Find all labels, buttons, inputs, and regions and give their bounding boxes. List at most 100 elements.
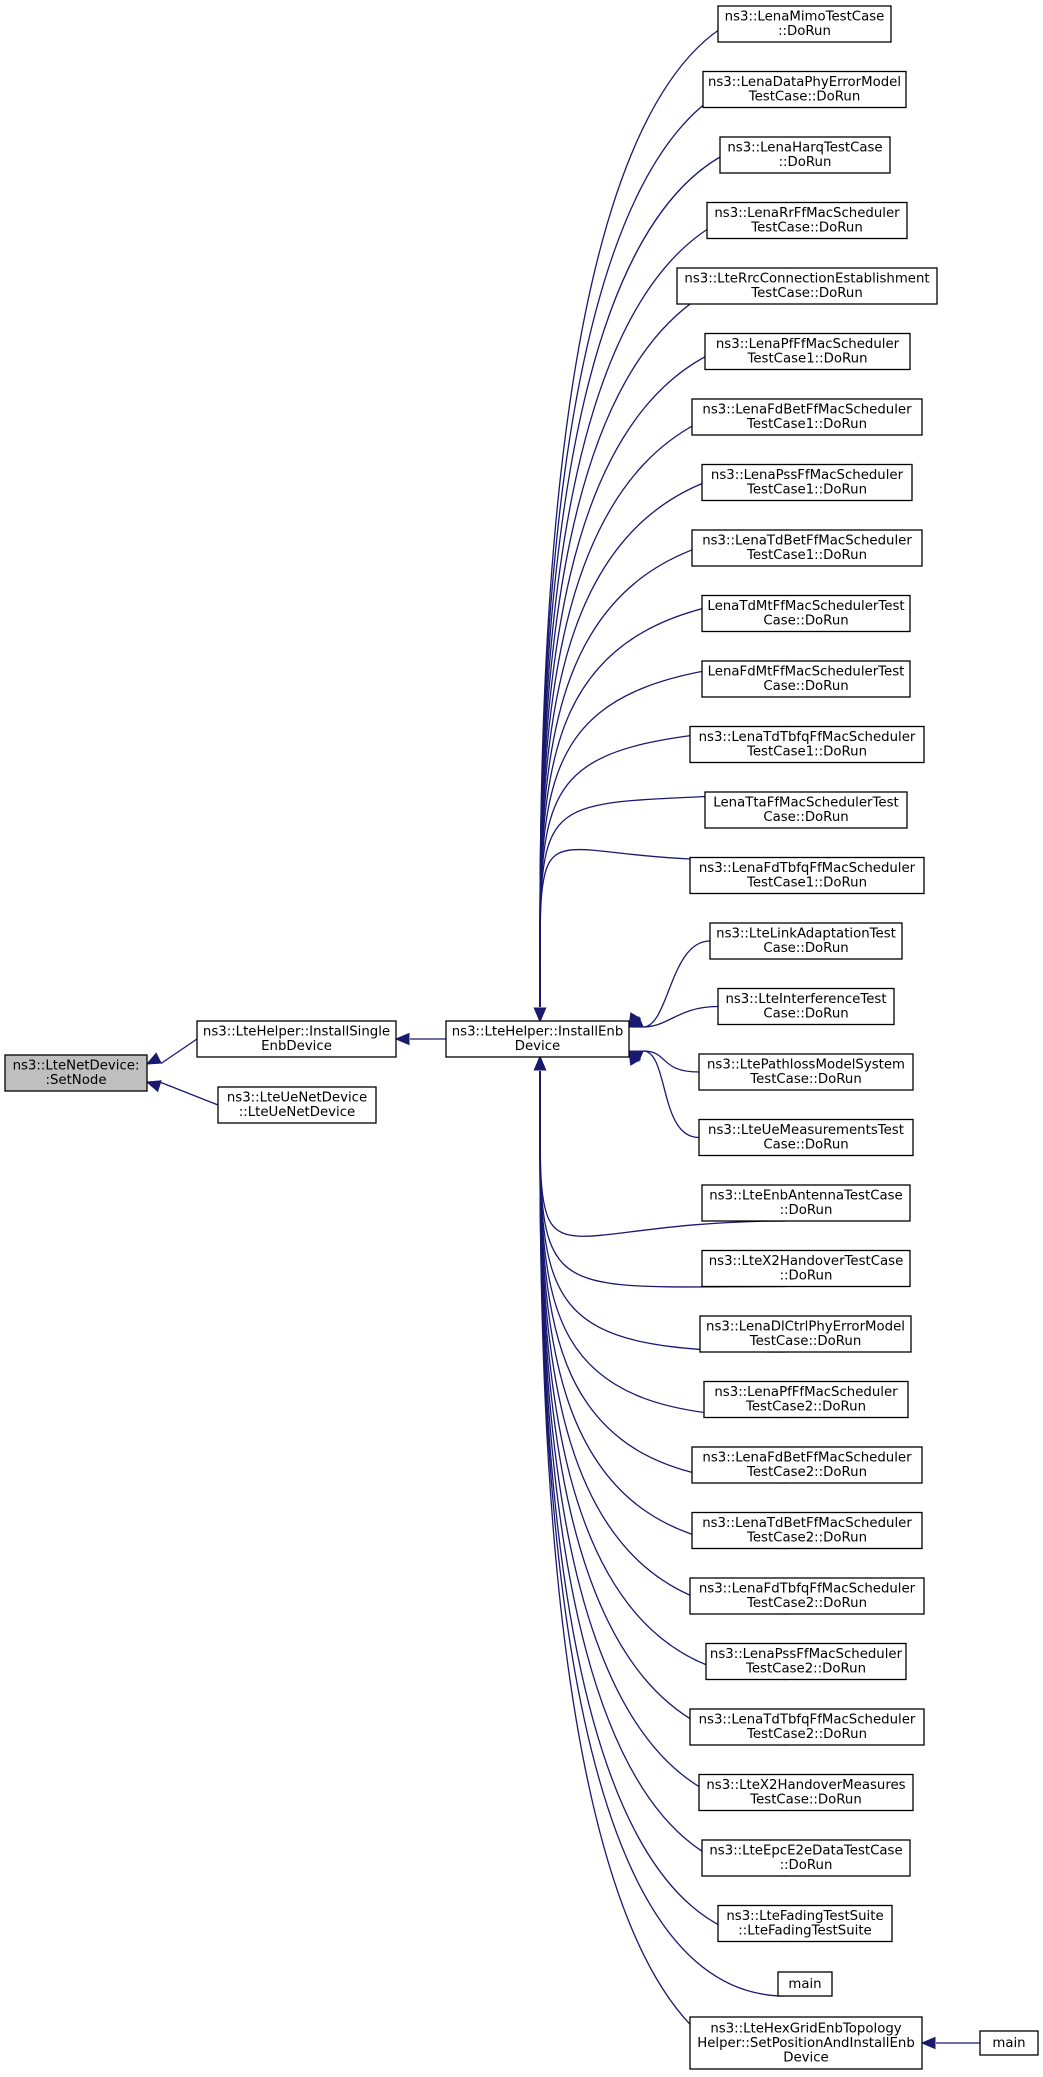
- node-box: [706, 201, 908, 240]
- node-label-line: Device: [783, 2050, 828, 2065]
- node-label-line: ::LteUeNetDevice: [239, 1105, 356, 1120]
- node-label-line: ns3::LteHelper::InstallEnb: [452, 1025, 624, 1040]
- graph-node-setnode[interactable]: ns3::LteNetDevice::SetNode: [4, 1054, 148, 1092]
- edge-c31-to-installenb: [533, 1055, 787, 2070]
- node-box: [691, 529, 923, 567]
- node-label-line: ns3::LteHelper::InstallSingle: [203, 1025, 390, 1040]
- node-label-line: TestCase2::DoRun: [745, 1662, 866, 1677]
- graph-node-c27[interactable]: ns3::LteX2HandoverMeasuresTestCase::DoRu…: [698, 1773, 914, 1812]
- graph-node-c1[interactable]: ns3::LenaDataPhyErrorModelTestCase::DoRu…: [702, 70, 907, 109]
- graph-node-c29[interactable]: ns3::LteFadingTestSuite::LteFadingTestSu…: [717, 1904, 893, 1943]
- node-label-line: ns3::LteX2HandoverTestCase: [709, 1254, 904, 1269]
- node-box: [701, 1184, 911, 1222]
- node-label-line: LenaTdMtFfMacSchedulerTest: [707, 599, 904, 614]
- node-box: [701, 463, 913, 502]
- arrowhead-icon: [533, 1007, 547, 1023]
- graph-node-c7[interactable]: ns3::LenaPssFfMacSchedulerTestCase1::DoR…: [701, 463, 913, 502]
- edge-line: [539, 1070, 787, 2070]
- graph-node-c4[interactable]: ns3::LteRrcConnectionEstablishmentTestCa…: [676, 267, 938, 305]
- graph-node-c28[interactable]: ns3::LteEpcE2eDataTestCase::DoRun: [701, 1839, 911, 1877]
- node-label-line: LenaTtaFfMacSchedulerTest: [713, 796, 898, 811]
- graph-node-c20[interactable]: ns3::LenaDlCtrlPhyErrorModelTestCase::Do…: [699, 1315, 912, 1353]
- graph-node-c0[interactable]: ns3::LenaMimoTestCase::DoRun: [717, 5, 892, 43]
- edge-line: [160, 1038, 198, 1065]
- graph-node-c8[interactable]: ns3::LenaTdBetFfMacSchedulerTestCase1::D…: [691, 529, 923, 567]
- node-box: [689, 1577, 925, 1615]
- node-label-line: ns3::LenaFdBetFfMacScheduler: [702, 1451, 912, 1466]
- graph-node-c5[interactable]: ns3::LenaPfFfMacSchedulerTestCase1::DoRu…: [704, 332, 911, 371]
- node-label-line: TestCase1::DoRun: [746, 548, 867, 563]
- graph-node-c24[interactable]: ns3::LenaFdTbfqFfMacSchedulerTestCase2::…: [689, 1577, 925, 1615]
- node-label-line: ns3::LenaDataPhyErrorModel: [708, 75, 901, 90]
- node-label-line: :SetNode: [45, 1073, 106, 1088]
- node-label-line: ::DoRun: [780, 1858, 833, 1873]
- node-box: [689, 725, 925, 764]
- graph-node-c22[interactable]: ns3::LenaFdBetFfMacSchedulerTestCase2::D…: [691, 1446, 923, 1484]
- graph-node-c30[interactable]: main: [777, 1971, 833, 1997]
- node-box: [701, 594, 911, 633]
- node-label-line: TestCase2::DoRun: [746, 1727, 867, 1742]
- graph-node-main2[interactable]: main: [979, 2030, 1039, 2056]
- edge-main2-to-c31: [920, 2036, 980, 2050]
- node-label-line: ns3::LenaFdTbfqFfMacScheduler: [699, 1582, 916, 1597]
- node-box: [689, 1708, 925, 1746]
- edge-c10-to-installenb: [533, 660, 787, 1023]
- edge-c15-to-installenb: [627, 1005, 719, 1028]
- node-label-line: ::DoRun: [780, 1269, 833, 1284]
- node-box: [701, 1839, 911, 1877]
- node-label-line: ns3::LenaPfFfMacScheduler: [714, 1385, 898, 1400]
- graph-node-c6[interactable]: ns3::LenaFdBetFfMacSchedulerTestCase1::D…: [691, 398, 923, 436]
- graph-node-c18[interactable]: ns3::LteEnbAntennaTestCase::DoRun: [701, 1184, 911, 1222]
- node-label-line: TestCase2::DoRun: [746, 1596, 867, 1611]
- edge-line: [539, 1070, 787, 1812]
- graph-node-c21[interactable]: ns3::LenaPfFfMacSchedulerTestCase2::DoRu…: [703, 1380, 909, 1419]
- graph-node-c16[interactable]: ns3::LtePathlossModelSystemTestCase::DoR…: [698, 1053, 914, 1091]
- graph-node-c19[interactable]: ns3::LteX2HandoverTestCase::DoRun: [701, 1249, 911, 1288]
- arrowhead-icon: [145, 1080, 162, 1093]
- node-label-line: ns3::LenaFdTbfqFfMacScheduler: [699, 861, 916, 876]
- graph-node-c13[interactable]: ns3::LenaFdTbfqFfMacSchedulerTestCase1::…: [689, 856, 925, 895]
- graph-node-c23[interactable]: ns3::LenaTdBetFfMacSchedulerTestCase2::D…: [691, 1511, 923, 1550]
- node-box: [196, 1020, 397, 1058]
- graph-node-c2[interactable]: ns3::LenaHarqTestCase::DoRun: [719, 136, 891, 174]
- node-label-line: Case::DoRun: [763, 1007, 848, 1022]
- node-label-line: ns3::LtePathlossModelSystem: [707, 1058, 905, 1073]
- nodes-layer: ns3::LteNetDevice::SetNode ns3::LteHelper…: [4, 5, 1039, 2070]
- node-label-line: TestCase2::DoRun: [746, 1465, 867, 1480]
- node-box: [691, 1446, 923, 1484]
- node-label-line: ns3::LteInterferenceTest: [725, 992, 886, 1007]
- node-label-line: main: [788, 1977, 821, 1992]
- node-label-line: EnbDevice: [261, 1039, 332, 1054]
- graph-node-c25[interactable]: ns3::LenaPssFfMacSchedulerTestCase2::DoR…: [705, 1642, 907, 1681]
- edge-c21-to-installenb: [533, 1055, 787, 1419]
- node-label-line: ns3::LenaMimoTestCase: [725, 10, 885, 25]
- graph-node-uenetdevice[interactable]: ns3::LteUeNetDevice::LteUeNetDevice: [217, 1086, 377, 1124]
- graph-node-c11[interactable]: ns3::LenaTdTbfqFfMacSchedulerTestCase1::…: [689, 725, 925, 764]
- arrowhead-icon: [920, 2036, 936, 2050]
- node-label-line: Case::DoRun: [763, 1138, 848, 1153]
- node-label-line: main: [992, 2036, 1025, 2051]
- edge-c4-to-installenb: [533, 267, 788, 1023]
- node-box: [676, 267, 938, 305]
- node-box: [689, 2016, 923, 2070]
- graph-node-c26[interactable]: ns3::LenaTdTbfqFfMacSchedulerTestCase2::…: [689, 1708, 925, 1746]
- node-label-line: ns3::LenaTdTbfqFfMacScheduler: [699, 1713, 916, 1728]
- edge-c16-to-installenb: [627, 1050, 700, 1073]
- edges-layer: [145, 5, 980, 2070]
- node-label-line: Case::DoRun: [763, 810, 848, 825]
- node-label-line: ::DoRun: [780, 1203, 833, 1218]
- graph-node-c31[interactable]: ns3::LteHexGridEnbTopologyHelper::SetPos…: [689, 2016, 923, 2070]
- arrowhead-icon: [394, 1032, 410, 1046]
- node-label-line: Case::DoRun: [763, 941, 848, 956]
- node-box: [719, 136, 891, 174]
